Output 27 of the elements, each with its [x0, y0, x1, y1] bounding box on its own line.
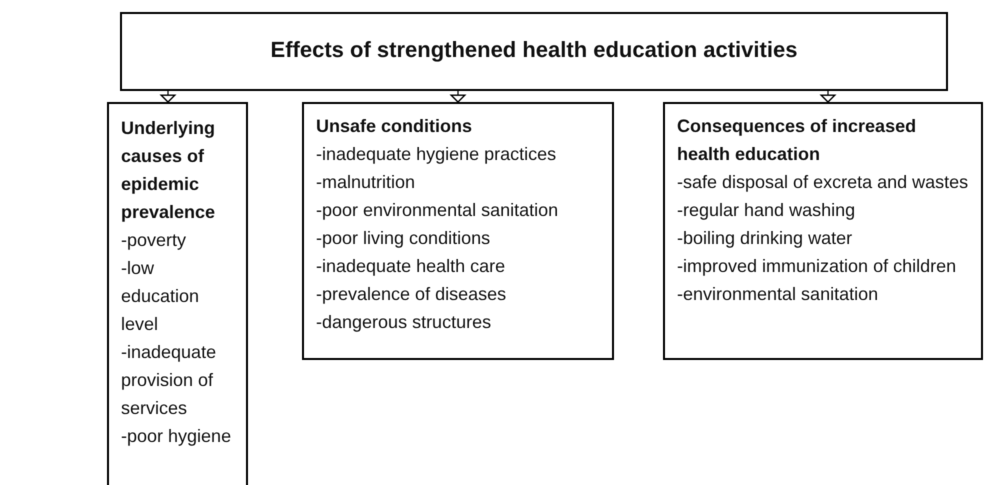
list-item: -poverty [121, 229, 188, 252]
list-item: -environmental sanitation [677, 283, 880, 306]
content-box [107, 102, 248, 485]
box-heading: Unsafe conditions [316, 115, 474, 138]
box-heading: Underlying causes of epidemic prevalence [121, 117, 216, 224]
content-box [663, 102, 983, 360]
list-item: -poor living conditions [316, 227, 492, 250]
list-item: -malnutrition [316, 171, 416, 194]
list-item: -prevalence of diseases [316, 283, 508, 306]
list-item: -regular hand washing [677, 199, 856, 222]
list-item: -inadequate provision of services [121, 341, 218, 420]
content-box [302, 102, 614, 360]
list-item: -inadequate hygiene practices [316, 143, 558, 166]
list-item: -safe disposal of excreta and wastes [677, 171, 970, 194]
list-item: -improved immunization of children [677, 255, 958, 278]
hollow-arrow [160, 91, 176, 103]
hollow-arrow [450, 91, 466, 103]
list-item: -low education level [121, 257, 200, 336]
list-item: -dangerous structures [316, 311, 492, 334]
list-item: -poor hygiene [121, 425, 232, 448]
title-text: Effects of strengthened health education activities [270, 36, 798, 64]
hollow-arrow [820, 91, 836, 103]
list-item: -boiling drinking water [677, 227, 854, 250]
list-item: -poor environmental sanitation [316, 199, 560, 222]
box-heading: Consequences of increased health education [677, 115, 918, 166]
list-item: -inadequate health care [316, 255, 506, 278]
title-box [120, 12, 948, 91]
